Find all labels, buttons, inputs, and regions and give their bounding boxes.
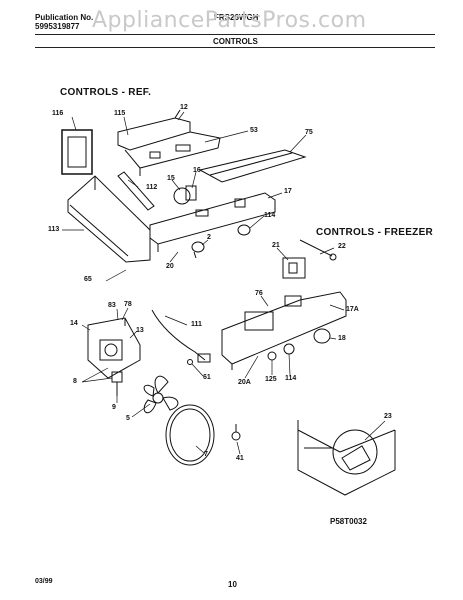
- part-label: 12: [180, 104, 188, 111]
- model-number: FRS26WGH: [214, 13, 259, 22]
- part-label: 61: [203, 374, 211, 381]
- part-label: 76: [255, 290, 263, 297]
- part-5-fan-blade: [143, 375, 179, 414]
- publication-number: 5995319877: [35, 22, 80, 31]
- header-rule: [35, 34, 435, 35]
- part-12-53-drawing: [117, 109, 221, 176]
- part-label: 112: [146, 184, 158, 191]
- part-125-knob: [267, 351, 277, 361]
- part-label: 5: [126, 415, 130, 422]
- part-label: 78: [124, 301, 132, 308]
- header-rule-2: [35, 47, 435, 48]
- page-title: CONTROLS: [213, 37, 258, 46]
- part-label: 22: [338, 243, 346, 250]
- part-label: 113: [48, 226, 60, 233]
- part-label: 114: [264, 212, 276, 219]
- part-112-drawing: [117, 171, 155, 211]
- part-17A-drawing: [221, 291, 347, 370]
- publication-label: Publication No.: [35, 13, 94, 22]
- part-15-16-drawing: [173, 185, 197, 205]
- part-label: 17A: [346, 306, 359, 313]
- part-label: 16: [193, 167, 201, 174]
- part-113-drawing: [67, 175, 151, 263]
- part-8-9-drawing: [111, 371, 123, 396]
- part-7-shroud-ring: [165, 404, 215, 466]
- part-label: 21: [272, 242, 280, 249]
- part-label: 15: [167, 175, 175, 182]
- part-label: 17: [284, 188, 292, 195]
- part-label: 41: [236, 455, 244, 462]
- part-label: 2: [207, 234, 211, 241]
- part-label: 65: [84, 276, 92, 283]
- part-23-detail: [297, 420, 396, 496]
- part-13-14-drawing: [87, 317, 141, 379]
- drawing-id: P58T0032: [330, 517, 367, 526]
- section-title-ref: CONTROLS - REF.: [60, 87, 152, 98]
- part-label: 13: [136, 327, 144, 334]
- part-label: 14: [70, 320, 78, 327]
- section-title-freezer: CONTROLS - FREEZER: [316, 227, 434, 238]
- part-label: 20A: [238, 379, 251, 386]
- part-21-22-drawing: [282, 239, 337, 279]
- part-111-drawing: [151, 309, 211, 363]
- part-label: 8: [73, 378, 77, 385]
- part-114-knob: [237, 224, 251, 236]
- part-114b-knob: [283, 343, 295, 355]
- footer-date: 03/99: [35, 578, 53, 585]
- part-label: 9: [112, 404, 116, 411]
- part-label: 116: [52, 110, 64, 117]
- part-label: 111: [191, 321, 202, 328]
- part-label: 115: [114, 110, 126, 117]
- part-41-screw: [231, 424, 241, 441]
- part-61-screw: [187, 359, 193, 365]
- part-label: 18: [338, 335, 346, 342]
- part-label: 83: [108, 302, 116, 309]
- page-number: 10: [228, 580, 237, 589]
- part-label: 23: [384, 413, 392, 420]
- part-2-knob: [191, 241, 205, 259]
- part-75-drawing: [198, 149, 307, 183]
- leader-lines: [62, 111, 386, 455]
- part-116-drawing: [61, 129, 93, 175]
- part-18-knob: [313, 328, 331, 344]
- part-label: 7: [204, 451, 208, 458]
- watermark: AppliancePartsPros.com: [92, 8, 367, 33]
- part-label: 125: [265, 376, 277, 383]
- part-label: 53: [250, 127, 258, 134]
- part-label: 75: [305, 129, 313, 136]
- part-label: 114: [285, 375, 297, 382]
- part-label: 20: [166, 263, 174, 270]
